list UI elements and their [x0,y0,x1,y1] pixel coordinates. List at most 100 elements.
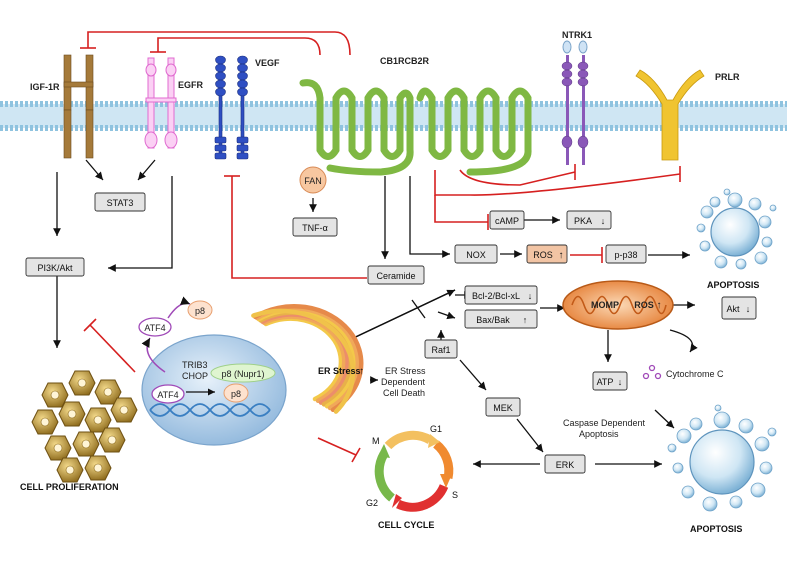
apoptotic-bleb [714,255,728,269]
apoptotic-bleb [681,485,695,499]
apoptotic-bleb [769,204,777,212]
cb1-cb2-receptors [299,79,532,176]
bcl2-box: Bcl-2/Bcl-xL ↓ [464,285,538,305]
mitochondrion: MOMP ROS ↑ [562,280,674,330]
cell-nucleus [67,409,77,419]
apoptotic-bleb [709,196,721,208]
tnf-box: TNF-α [292,217,338,237]
atp-box: ATP ↓ [592,371,628,391]
endoplasmic-reticulum [251,303,364,414]
internal-inhibition [83,175,603,463]
apoptotic-cell-body [710,207,760,257]
prlr-receptor [635,69,705,161]
svg-text:↑: ↑ [523,315,528,325]
igf1r-label: IGF-1R [30,82,60,92]
pi3k-box: PI3K/Akt [25,257,85,277]
apoptotic-bleb [754,251,768,265]
svg-text:PI3K/Akt: PI3K/Akt [37,263,73,273]
apoptotic-bleb [689,417,703,431]
prlr-label: PRLR [715,72,740,82]
apoptotic-bleb [748,197,762,211]
erk-box: ERK [544,454,586,474]
apoptotic-bleb [729,495,743,509]
mek-box: MEK [485,397,521,417]
cell-nucleus [40,417,50,427]
fan-node: FAN [299,166,327,194]
cell-nucleus [93,463,103,473]
svg-text:p8 (Nupr1): p8 (Nupr1) [221,369,264,379]
trib3-label: TRIB3 [182,360,208,370]
apoptotic-bleb [667,443,677,453]
ros-mito-label: ROS [634,300,654,310]
svg-text:p8: p8 [231,389,241,399]
apoptosis-bottom-label: APOPTOSIS [690,524,742,534]
cb1cb2r-label: CB1RCB2R [380,56,430,66]
apoptotic-bleb [702,496,718,512]
phase-s-label: S [452,490,458,500]
svg-text:Akt: Akt [726,304,740,314]
er-death-line1: ER Stress [385,366,426,376]
cell-nucleus [119,405,129,415]
cb1-receptor [299,79,414,176]
camp-box: cAMP [489,210,525,230]
er-death-line2: Dependent [381,377,426,387]
baxbak-box: Bax/Bak ↑ [464,309,538,329]
er-membrane-fold [252,303,364,413]
cell-proliferation-label: CELL PROLIFERATION [20,482,119,492]
activation-arrows [53,159,698,468]
caspase-line2: Apoptosis [579,429,619,439]
er-death-line3: Cell Death [383,388,425,398]
svg-text:NOX: NOX [466,250,486,260]
cell-nucleus [93,415,103,425]
apoptotic-bleb [758,215,772,229]
stat3-box: STAT3 [94,192,146,212]
cell-nucleus [65,465,75,475]
apoptotic-bleb [700,205,714,219]
apoptotic-bleb [714,404,722,412]
svg-text:ATF4: ATF4 [144,323,165,333]
ntrk1-prlr-inhibition [434,164,681,230]
svg-text:↓: ↓ [528,291,533,301]
momp-label: MOMP [591,300,619,310]
svg-text:p-p38: p-p38 [614,250,637,260]
svg-text:↑: ↑ [657,300,662,311]
akt-box: Akt ↓ [721,296,757,320]
apoptotic-bleb [754,436,770,452]
er-stress-label: ER Stress [318,366,361,376]
ntrk1-receptor [561,40,589,165]
apoptotic-bleb [699,240,711,252]
egfr-receptor [144,57,178,149]
svg-text:↓: ↓ [746,304,751,314]
phase-g1-label: G1 [430,424,442,434]
svg-text:ERK: ERK [556,460,575,470]
nuclear-translocation-arrows [141,296,191,373]
apoptotic-bleb [750,482,766,498]
svg-text:↑: ↑ [559,250,564,261]
cell-nucleus [50,390,60,400]
svg-text:p8: p8 [195,306,205,316]
svg-text:FAN: FAN [304,176,322,186]
apoptotic-cell-body [689,429,755,495]
bidirectional-arrows [344,289,472,343]
apoptotic-cell-top [696,188,777,270]
svg-text:↓: ↓ [618,377,623,387]
svg-text:cAMP: cAMP [495,216,519,226]
cb2-receptor [416,87,532,176]
proliferating-cells [31,370,138,483]
apoptotic-bleb [767,427,777,437]
svg-text:PKA: PKA [574,216,592,226]
svg-text:↓: ↓ [601,216,606,226]
apoptotic-bleb [759,461,773,475]
svg-text:↑: ↑ [359,366,364,377]
er-membrane-fold [251,308,356,414]
cell-nucleus [53,443,63,453]
apoptotic-bleb [761,236,773,248]
ntrk1-label: NTRK1 [562,30,592,40]
igf1r-receptor [63,54,94,159]
pka-box: PKA ↓ [566,210,612,230]
svg-text:TNF-α: TNF-α [302,223,328,233]
cell-membrane [0,101,787,131]
apoptotic-bleb [738,418,754,434]
